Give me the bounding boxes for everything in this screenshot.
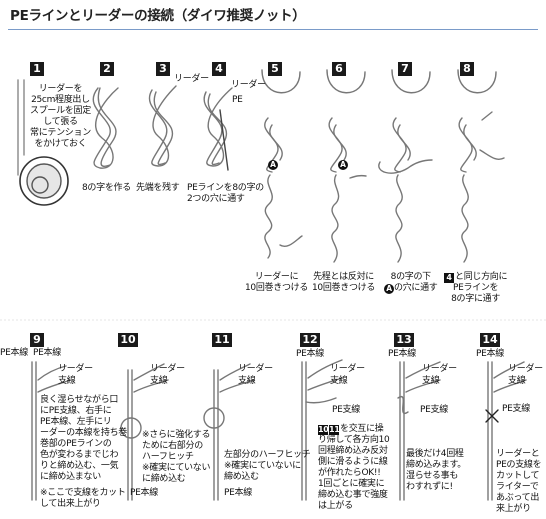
step-9-leader: リーダー bbox=[58, 364, 93, 374]
wrap-illustration-6 bbox=[326, 69, 367, 263]
step-11-leader-sub: 支線 bbox=[238, 376, 256, 386]
knot-illustration-10 bbox=[120, 363, 169, 501]
step-3-number: 3 bbox=[156, 62, 170, 76]
step-11-pe-main: PE本線 bbox=[224, 488, 252, 498]
step-12-ref-11: 11 bbox=[329, 425, 340, 435]
step-12-pe-main: PE本線 bbox=[296, 349, 324, 359]
knot-illustration-12 bbox=[301, 359, 343, 501]
step-4-caption: PEラインを8の字の 2つの穴に通す bbox=[187, 183, 264, 204]
step-4-number: 4 bbox=[212, 62, 226, 76]
step-6-number: 6 bbox=[332, 62, 346, 76]
step-4-pe-label: PE bbox=[232, 95, 243, 105]
step-13-leader: リーダー bbox=[422, 364, 457, 374]
step-9-pe-main-a: PE本線 bbox=[0, 348, 28, 358]
step-1-number: 1 bbox=[30, 62, 44, 76]
page-header: PEラインとリーダーの接続（ダイワ推奨ノット） bbox=[0, 0, 546, 30]
step-14-pe-sub: PE支線 bbox=[502, 404, 530, 414]
step-9-leader-sub: 支線 bbox=[58, 376, 76, 386]
step-14-pe-main: PE本線 bbox=[476, 349, 504, 359]
wrap-illustration-8 bbox=[457, 69, 505, 263]
step-10-leader-sub: 支線 bbox=[150, 376, 168, 386]
wrap-illustration-7 bbox=[378, 69, 433, 263]
step-7-number: 7 bbox=[398, 62, 412, 76]
step-2-number: 2 bbox=[100, 62, 114, 76]
wrap-illustration-5 bbox=[261, 69, 303, 259]
spool-drawing bbox=[17, 79, 69, 206]
figure-eight-3 bbox=[149, 85, 177, 167]
knot-illustration-13 bbox=[397, 361, 441, 501]
step-6-marker-a: A bbox=[338, 160, 348, 170]
step-3-caption: 先端を残す bbox=[136, 183, 180, 193]
step-12-number: 12 bbox=[300, 333, 320, 347]
figure-eight-2 bbox=[92, 87, 119, 169]
knot-illustration-11 bbox=[203, 363, 255, 501]
step-14-number: 14 bbox=[480, 333, 500, 347]
step-7-marker-a: A bbox=[384, 284, 394, 294]
step-10-number: 10 bbox=[118, 333, 138, 347]
step-13-pe-sub: PE支線 bbox=[420, 405, 448, 415]
figure-eight-4 bbox=[203, 87, 233, 171]
step-14-text: リーダーと PEの支線を カットして ライターで あぶって出 来上がり bbox=[496, 449, 542, 514]
step-12-ref-10: 10 bbox=[318, 425, 329, 435]
step-11-leader: リーダー bbox=[238, 364, 273, 374]
step-9-pe-main-b: PE本線 bbox=[33, 348, 61, 358]
step-12-leader: リーダー bbox=[330, 364, 365, 374]
page-title: PEラインとリーダーの接続（ダイワ推奨ノット） bbox=[10, 8, 306, 24]
step-14-leader-sub: 支線 bbox=[508, 376, 526, 386]
step-3-leader-label: リーダー bbox=[174, 74, 209, 84]
step-13-number: 13 bbox=[394, 333, 414, 347]
step-5-number: 5 bbox=[268, 62, 282, 76]
step-12-text: 1011を交互に操 り帰して各方向10 回程締め込み反対 側に滑るように線 が作… bbox=[318, 424, 390, 511]
step-10-pe-main: PE本線 bbox=[130, 488, 158, 498]
header-divider bbox=[8, 29, 538, 30]
step-9-note: ※ここで支線をカット して出来上がり bbox=[40, 488, 126, 509]
step-12-leader-sub: 支線 bbox=[330, 376, 348, 386]
step-6-caption: 先程とは反対に 10回巻きつける bbox=[312, 272, 376, 293]
step-11-number: 11 bbox=[212, 333, 232, 347]
step-14-leader: リーダー bbox=[508, 364, 543, 374]
step-5-marker-a: A bbox=[268, 160, 278, 170]
step-9-text: 良く湿らせながら口 にPE支線、右手に PE本線、左手にリ ーダーの本線を持ち巻… bbox=[40, 395, 128, 482]
step-9-number: 9 bbox=[30, 333, 44, 347]
knot-illustration-14 bbox=[485, 361, 527, 501]
step-13-text: 最後だけ4回程 締め込みます。 湿らせる事も わすれずに! bbox=[406, 449, 467, 492]
step-2-caption: 8の字を作る bbox=[82, 183, 131, 193]
step-8-number: 8 bbox=[460, 62, 474, 76]
step-12-pe-sub: PE支線 bbox=[332, 405, 360, 415]
step-10-leader: リーダー bbox=[150, 364, 185, 374]
step-13-leader-sub: 支線 bbox=[422, 376, 440, 386]
step-10-text: ※さらに強化する ために右部分の ハーフヒッチ ※確実にていない に締め込む bbox=[142, 430, 211, 484]
step-1-text: リーダーを 25cm程度出し スプールを固定 して張る 常にテンション をかけて… bbox=[30, 84, 91, 149]
step-13-pe-main: PE本線 bbox=[388, 349, 416, 359]
knot-illustration-9 bbox=[31, 361, 71, 501]
step-5-caption: リーダーに 10回巻きつける bbox=[245, 272, 309, 293]
step-11-text: 左部分のハーフヒッチ ※確実にていないに 締め込む bbox=[224, 450, 311, 482]
step-4-leader-label: リーダー bbox=[231, 80, 266, 90]
step-8-ref-badge: 4 bbox=[444, 273, 454, 283]
